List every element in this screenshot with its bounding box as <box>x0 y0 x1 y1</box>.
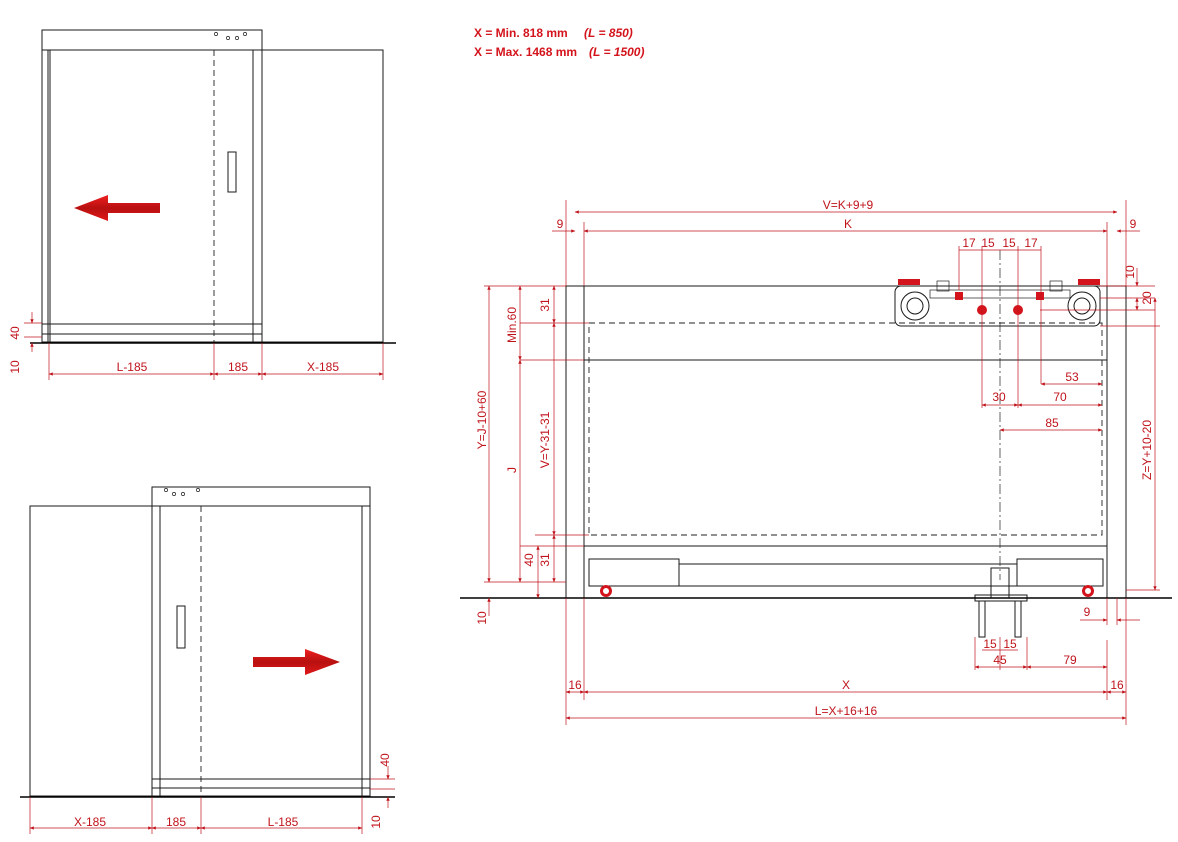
dim-j: J <box>505 467 519 473</box>
dim-17-a: 17 <box>962 236 976 250</box>
dim-v: V=K+9+9 <box>823 198 874 212</box>
dim-185: 185 <box>228 360 248 374</box>
dim-x-185: X-185 <box>307 360 339 374</box>
dim-k: K <box>844 217 852 231</box>
spec-max-note: (L = 1500) <box>589 45 644 59</box>
dim-17-b: 17 <box>1024 236 1038 250</box>
arrow-right-icon <box>253 649 340 675</box>
dim-15-c: 15 <box>983 637 997 651</box>
dim-16-right: 16 <box>1110 678 1124 692</box>
dim-v-y: V=Y-31-31 <box>538 411 552 468</box>
dim-15-b: 15 <box>1002 236 1016 250</box>
spec-min-label: X = Min. 818 mm <box>474 26 568 40</box>
dim-min-60: Min.60 <box>505 307 519 343</box>
spec-min-note: (L = 850) <box>584 26 633 40</box>
top-roller-carriage <box>894 279 1101 327</box>
dim-15-a: 15 <box>981 236 995 250</box>
dim-31-top: 31 <box>538 298 552 312</box>
spec-text: X = Min. 818 mm (L = 850) X = Max. 1468 … <box>474 26 644 59</box>
view-main-section: V=K+9+9 K 9 9 17 15 15 17 10 20 <box>460 198 1172 725</box>
arrow-left-icon <box>74 195 160 221</box>
dim-40-main: 40 <box>522 553 536 567</box>
dim-15-d: 15 <box>1003 637 1017 651</box>
dim-z: Z=Y+10-20 <box>1140 420 1154 480</box>
dim-10-2: 10 <box>369 815 383 829</box>
door-hidden-outline <box>588 322 1103 536</box>
dim-10-top: 10 <box>1123 265 1137 279</box>
dim-185-2: 185 <box>166 815 186 829</box>
dim-9-left: 9 <box>557 217 564 231</box>
view-bottom-left: X-185 185 L-185 40 10 <box>20 486 395 834</box>
dim-45: 45 <box>993 653 1007 667</box>
dim-9-floor: 9 <box>1084 605 1091 619</box>
dim-10: 10 <box>8 360 22 374</box>
cabinet-frame <box>41 29 263 343</box>
dim-y-left: Y=J-10+60 <box>475 390 489 449</box>
dim-l-185: L-185 <box>117 360 148 374</box>
dim-79: 79 <box>1063 653 1077 667</box>
dim-40-2: 40 <box>378 753 392 767</box>
dim-30: 30 <box>992 390 1006 404</box>
door-handle <box>227 151 237 193</box>
door-handle-2 <box>176 605 186 649</box>
dim-20: 20 <box>1140 291 1154 305</box>
bottom-guide <box>588 558 1104 638</box>
dim-53: 53 <box>1065 370 1079 384</box>
dim-l-total: L=X+16+16 <box>815 704 878 718</box>
dim-85: 85 <box>1045 416 1059 430</box>
view-top-left: L-185 185 X-185 40 10 <box>8 29 396 380</box>
dim-70: 70 <box>1053 390 1067 404</box>
sliding-door-panel-2 <box>29 505 363 797</box>
dim-9-right: 9 <box>1130 217 1137 231</box>
dim-10-floor: 10 <box>475 611 489 625</box>
dim-16-left: 16 <box>568 678 582 692</box>
spec-max-label: X = Max. 1468 mm <box>474 45 577 59</box>
sliding-door-panel <box>47 49 384 343</box>
dim-x-185-2: X-185 <box>74 815 106 829</box>
cabinet-body <box>565 285 1127 599</box>
dim-x: X <box>842 678 850 692</box>
dim-l-185-2: L-185 <box>268 815 299 829</box>
dim-40: 40 <box>8 326 22 340</box>
dim-31-bot: 31 <box>538 553 552 567</box>
